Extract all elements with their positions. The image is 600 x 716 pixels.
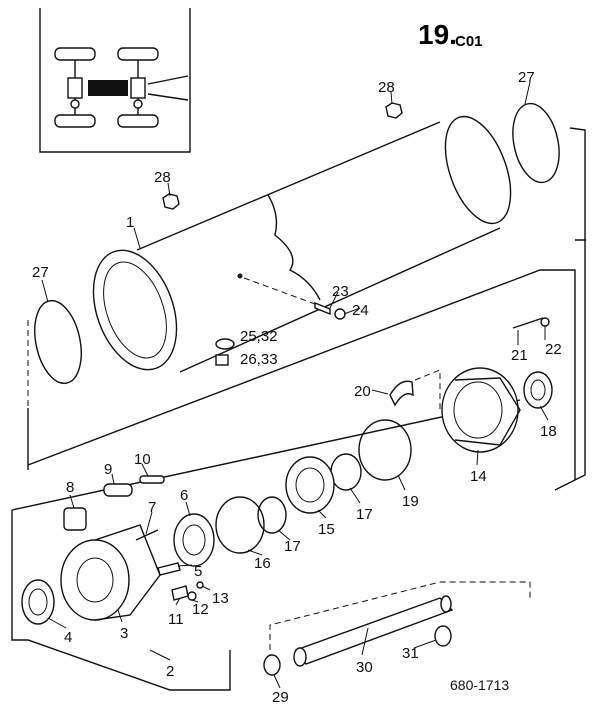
axle-shaft-30 <box>293 595 454 667</box>
breather-screw-23 <box>314 301 331 316</box>
needle-cage-9 <box>103 483 133 497</box>
pin-21 <box>512 317 544 329</box>
snap-ring-17-left <box>257 496 287 534</box>
bearing-15 <box>285 456 335 514</box>
gear-6 <box>173 513 215 567</box>
callout-12: 12 <box>192 601 209 618</box>
callout-26-33: 26,33 <box>240 351 278 368</box>
callout-13: 13 <box>212 590 229 607</box>
snap-ring-17-right <box>330 453 362 491</box>
circlip-31 <box>434 625 452 647</box>
gear-8 <box>63 507 87 531</box>
plug-26 <box>215 354 229 366</box>
callout-5: 5 <box>194 563 202 580</box>
callout-28-right: 28 <box>378 79 395 96</box>
plate-5 <box>157 562 181 576</box>
washer-25 <box>215 338 235 350</box>
o-ring-27-left <box>34 299 82 385</box>
page-number: 19. <box>418 19 457 50</box>
ring-16 <box>215 496 265 554</box>
callout-17-left: 17 <box>284 538 301 555</box>
axle-tube-housing <box>92 115 512 373</box>
callout-20: 20 <box>354 383 371 400</box>
callout-1: 1 <box>126 214 134 231</box>
callout-25-32: 25,32 <box>240 328 278 345</box>
callout-27-right: 27 <box>518 69 535 86</box>
callout-8: 8 <box>66 479 74 496</box>
callout-24: 24 <box>352 302 369 319</box>
callout-11: 11 <box>168 611 184 628</box>
planet-carrier-3 <box>60 524 161 621</box>
lock-plate-11 <box>171 585 189 601</box>
seal-18 <box>523 371 553 409</box>
bushing-29 <box>263 654 281 676</box>
hub-carrier-14 <box>441 367 521 453</box>
callout-7: 7 <box>148 499 156 516</box>
callout-31: 31 <box>402 645 419 662</box>
spring-7 <box>135 529 159 541</box>
callout-3: 3 <box>120 625 128 642</box>
nut-24 <box>334 308 346 320</box>
ring-gear-4 <box>21 579 55 625</box>
nut-28-left <box>162 193 180 210</box>
drawing-code: 680-1713 <box>450 677 509 693</box>
shaft-10 <box>139 475 165 484</box>
callout-15: 15 <box>318 521 335 538</box>
callout-23: 23 <box>332 283 349 300</box>
vehicle-inset-icon <box>39 8 191 153</box>
circlip-22 <box>540 317 550 327</box>
callout-17-right: 17 <box>356 506 373 523</box>
callout-2: 2 <box>166 663 174 680</box>
nut-28-right <box>385 102 403 119</box>
page-section: C01 <box>455 33 483 50</box>
callout-6: 6 <box>180 487 188 504</box>
assembly-frame <box>27 127 586 491</box>
callout-19: 19 <box>402 493 419 510</box>
leader-lines <box>41 81 549 689</box>
callout-18: 18 <box>540 423 557 440</box>
bolt-12 <box>187 591 197 601</box>
callout-21: 21 <box>511 347 528 364</box>
callout-28-left: 28 <box>154 169 171 186</box>
callout-22: 22 <box>545 341 562 358</box>
callout-10: 10 <box>134 451 151 468</box>
callout-30: 30 <box>356 659 373 676</box>
callout-16: 16 <box>254 555 271 572</box>
callout-29: 29 <box>272 689 289 706</box>
callout-labels: 1 2 3 4 5 6 7 8 9 10 11 12 13 14 15 16 1… <box>32 69 562 706</box>
callout-14: 14 <box>470 468 487 485</box>
callout-27-left: 27 <box>32 264 49 281</box>
screw-13 <box>196 581 204 589</box>
callout-4: 4 <box>64 629 72 646</box>
snap-ring-19 <box>358 419 412 481</box>
o-ring-27-right <box>512 102 560 184</box>
shift-fork-20 <box>389 380 414 407</box>
callout-9: 9 <box>104 461 112 478</box>
